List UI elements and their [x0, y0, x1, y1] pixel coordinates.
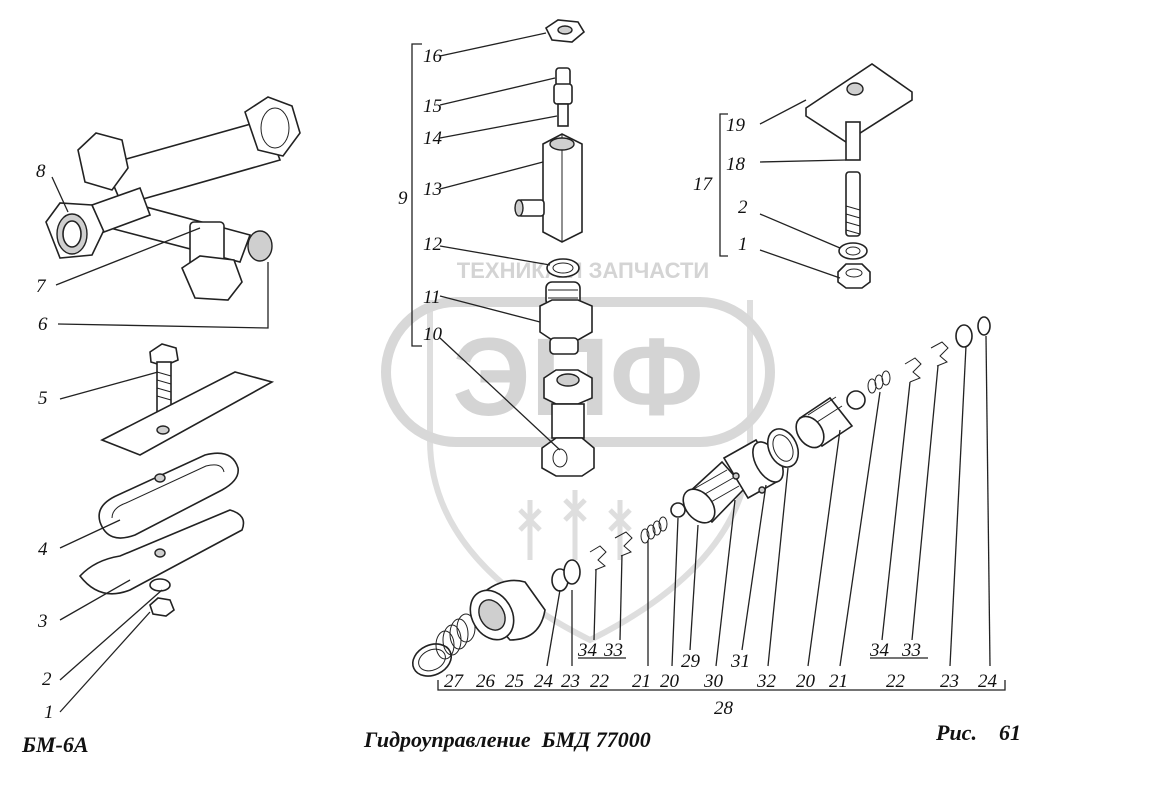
callout-4: 4: [38, 539, 48, 560]
oring-32: [766, 428, 800, 468]
fitting-10: [541, 369, 595, 477]
washer-2-right: [838, 242, 868, 260]
cup-25: [469, 579, 546, 641]
callout-14: 14: [423, 128, 443, 149]
stud-18: [845, 171, 861, 237]
pin-15-14: [553, 67, 573, 127]
callout-30: 30: [703, 671, 724, 692]
ring-27: [411, 643, 453, 677]
callout-9: 9: [398, 188, 408, 209]
body-13: [514, 133, 583, 243]
drawing-title: Гидроуправление БМД 77000: [363, 727, 651, 752]
callout-2: 2: [42, 669, 52, 690]
watermark-text: ТЕХНИКА И ЗАПЧАСТИ: [457, 258, 709, 283]
hex-nut-left-open: [45, 202, 105, 259]
callout-labels: 8 7 6 5 4 3 2 1 9 16 15 14 13 12 11 10 1…: [36, 46, 998, 723]
valve-stack-assembly: [514, 19, 595, 477]
clamp-assembly: [78, 343, 275, 617]
callout-1: 1: [44, 702, 54, 723]
callout-23-right: 23: [940, 671, 959, 692]
washer-2: [149, 578, 171, 592]
callout-33-right: 33: [901, 640, 921, 661]
nut-1-right: [837, 263, 871, 289]
callout-26: 26: [476, 671, 496, 692]
callout-32: 32: [756, 671, 777, 692]
callout-33: 33: [603, 640, 623, 661]
spool-assembly: [411, 316, 991, 677]
callout-3: 3: [37, 611, 48, 632]
ring-24-23: [551, 559, 581, 592]
callout-2-right: 2: [738, 197, 748, 218]
callout-11: 11: [423, 287, 441, 308]
callout-22: 22: [590, 671, 610, 692]
fitting-11: [539, 281, 593, 355]
ball-20: [670, 502, 686, 518]
callout-10: 10: [423, 324, 443, 345]
hex-nut-top-right: [244, 96, 301, 157]
clamp-strap-4: [98, 452, 239, 539]
clip-34: [589, 545, 607, 571]
spring-21-right: [867, 370, 891, 394]
callout-18: 18: [726, 154, 746, 175]
callout-22-right: 22: [886, 671, 906, 692]
clip-34-right: [904, 357, 922, 383]
callout-29: 29: [681, 651, 701, 672]
callout-20: 20: [660, 671, 680, 692]
callout-8: 8: [36, 161, 46, 182]
callout-28: 28: [714, 698, 734, 719]
figure-number: Рис. 61: [935, 720, 1021, 745]
callout-13: 13: [423, 179, 442, 200]
clip-33-right: [930, 341, 949, 367]
ball-20-right: [846, 390, 866, 410]
watermark-wheat-icon: [518, 490, 632, 560]
callout-21: 21: [632, 671, 651, 692]
piston-30: [682, 460, 747, 524]
callout-1-right: 1: [738, 234, 748, 255]
callout-20-right: 20: [796, 671, 816, 692]
callout-7: 7: [36, 276, 47, 297]
bracket-assembly: [805, 63, 913, 289]
callout-19: 19: [726, 115, 746, 136]
callout-24: 24: [534, 671, 554, 692]
callout-34: 34: [577, 640, 598, 661]
callout-15: 15: [423, 96, 442, 117]
plug-20: [795, 396, 854, 449]
callout-17: 17: [693, 174, 714, 195]
callout-34-right: 34: [869, 640, 890, 661]
hex-nut-top-left: [77, 132, 129, 191]
callout-25: 25: [505, 671, 524, 692]
callout-24-right: 24: [978, 671, 998, 692]
ring-12: [546, 258, 580, 278]
bolt-5: [149, 343, 179, 413]
clip-33: [614, 531, 633, 557]
hex-nut-bottom: [181, 255, 243, 301]
ring-23-right: [955, 324, 973, 348]
leader-lines: [51, 32, 1006, 713]
callout-5: 5: [38, 388, 48, 409]
ring-24-right: [977, 316, 991, 336]
callout-31: 31: [730, 651, 750, 672]
callout-23: 23: [561, 671, 580, 692]
model-caption: БМ-6А: [21, 732, 89, 757]
clamp-plate-top: [100, 371, 275, 456]
callout-16: 16: [423, 46, 443, 67]
callout-6: 6: [38, 314, 48, 335]
callout-21-right: 21: [829, 671, 848, 692]
callout-27: 27: [444, 671, 465, 692]
cross-fitting-assembly: [45, 96, 301, 301]
nut-1: [149, 597, 175, 617]
spring-21: [640, 516, 668, 544]
spring-26: [435, 613, 476, 660]
callout-12: 12: [423, 234, 443, 255]
bracket-19: [805, 63, 913, 143]
